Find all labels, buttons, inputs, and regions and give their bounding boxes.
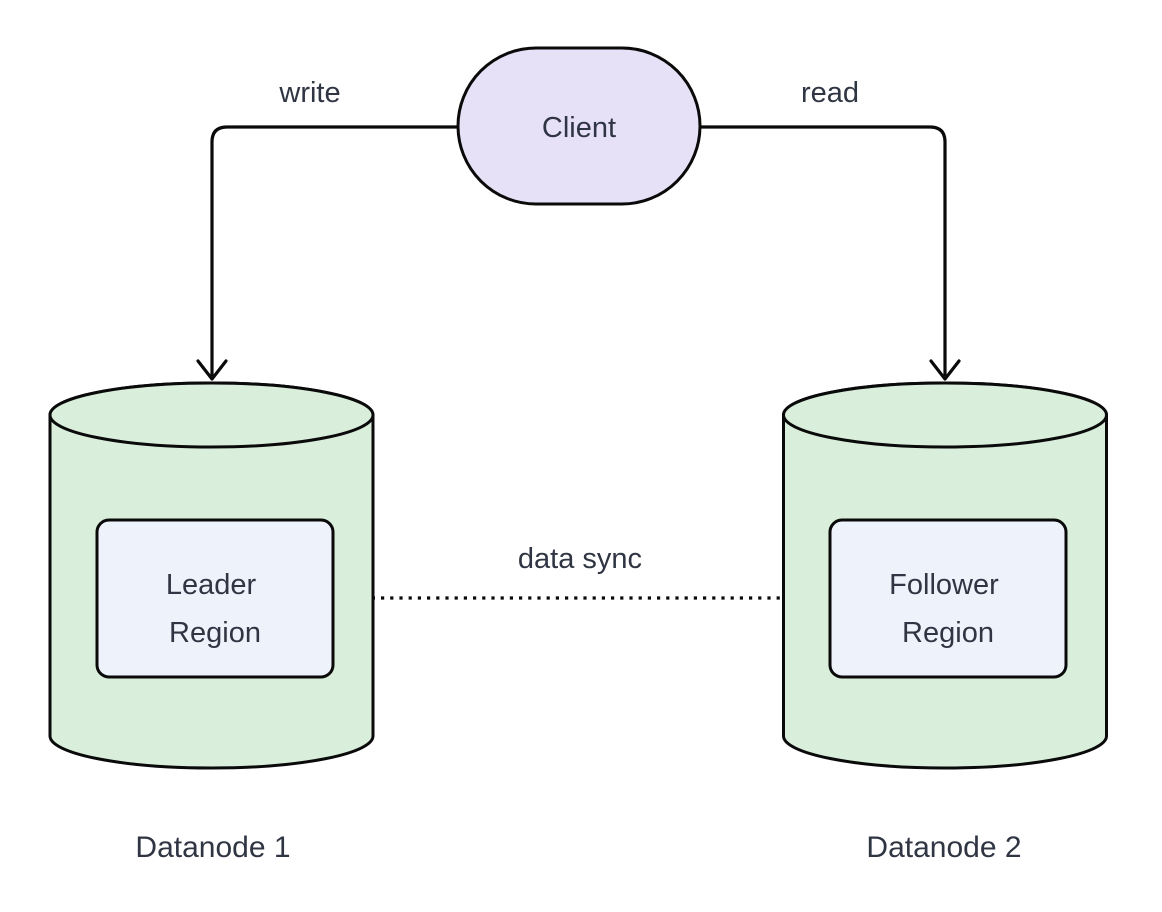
read-edge-label: read — [801, 77, 859, 109]
datanode1-caption: Datanode 1 — [135, 831, 290, 864]
write-edge-label: write — [278, 77, 340, 109]
client-stadium — [456, 46, 702, 206]
edge-read: read — [700, 77, 961, 381]
read-arrowhead-icon — [929, 359, 961, 381]
node-client: Client — [456, 46, 702, 206]
data-sync-edge-label: data sync — [518, 543, 642, 575]
leader-region-box — [95, 518, 335, 679]
write-arrowhead-icon — [196, 359, 228, 381]
leader-region-label: Leader Region — [166, 569, 264, 649]
follower-region-label-line1: Follower — [889, 569, 999, 601]
follower-region-label: Follower Region — [889, 569, 1007, 649]
leader-region-label-line2: Region — [169, 617, 261, 649]
write-edge-line — [210, 125, 458, 376]
follower-region-label-line2: Region — [902, 617, 994, 649]
edge-data-sync: data sync — [335, 543, 828, 614]
edge-write: write — [196, 77, 458, 381]
datanode2-cylinder-top — [782, 381, 1108, 449]
read-edge-line — [700, 125, 947, 376]
follower-region-box — [828, 518, 1068, 679]
datanode1-cylinder-top — [48, 381, 375, 449]
datanode2-caption: Datanode 2 — [866, 831, 1021, 864]
node-leader-region: Leader Region — [95, 518, 335, 679]
client-label: Client — [542, 112, 616, 144]
node-follower-region: Follower Region — [828, 518, 1068, 679]
leader-region-label-line1: Leader — [166, 569, 257, 601]
